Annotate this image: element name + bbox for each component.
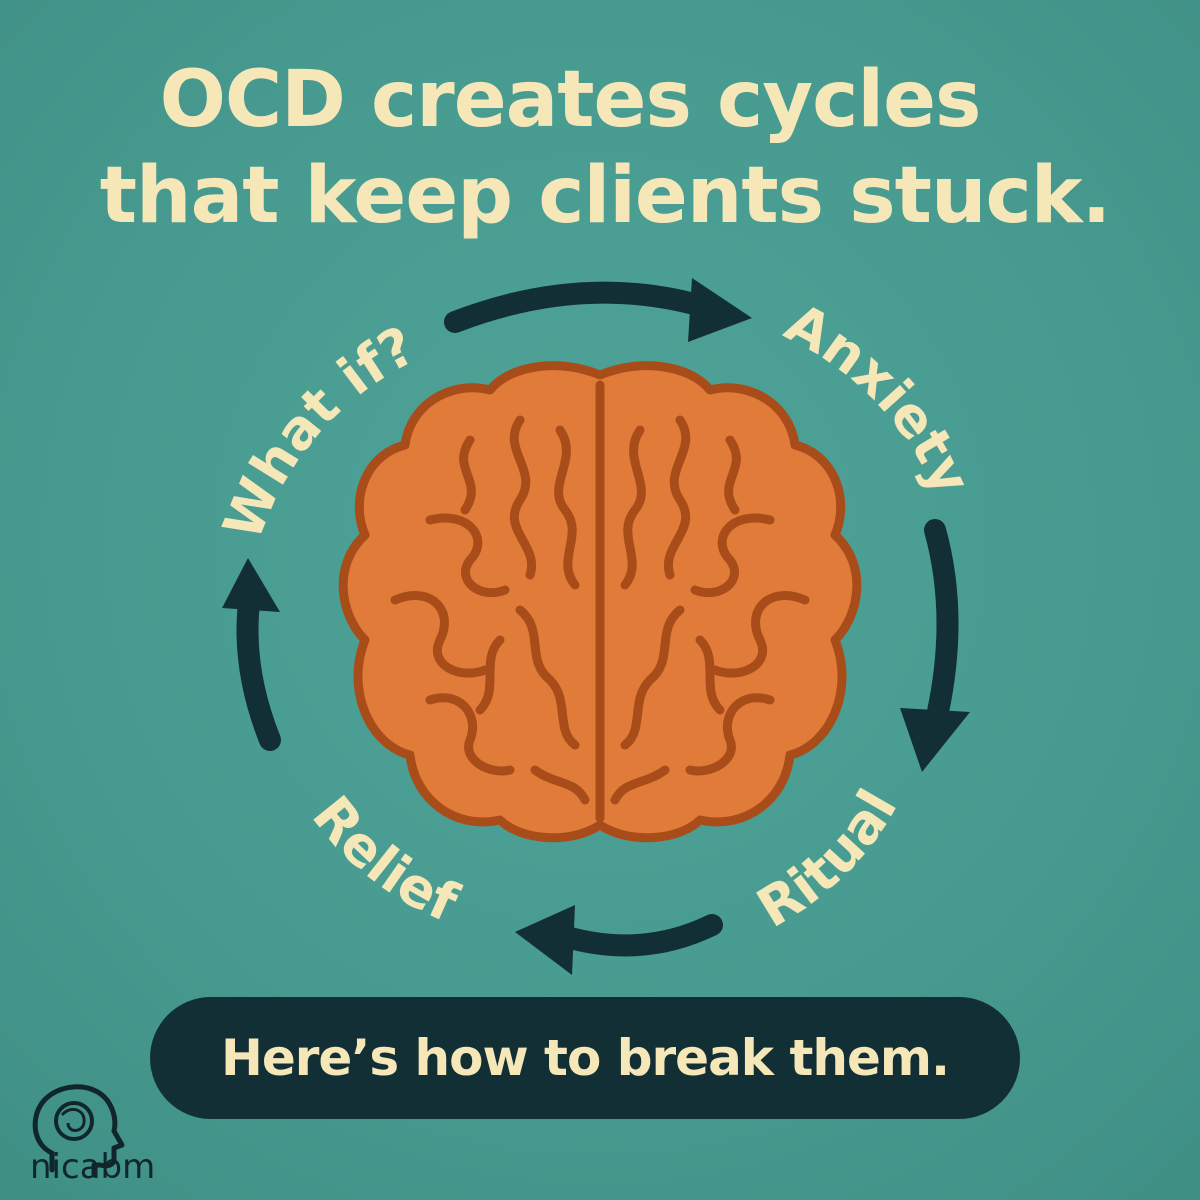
cta-label: Here’s how to break them. [221,1029,950,1087]
cycle-arrows [236,281,959,957]
cycle-arrowheads [222,278,970,975]
arrow-left [236,584,281,751]
arrow-right [924,519,959,736]
arrow-bottom [549,914,723,957]
arrowhead-bottom [515,905,575,975]
headline-line-2: that keep clients stuck. [99,151,1111,241]
head-logo-icon [32,1084,125,1178]
headline: OCD creates cycles that keep clients stu… [0,52,1200,244]
brand-name: nicabm [30,1147,156,1187]
arrowhead-right [900,708,970,772]
cta-banner: Here’s how to break them. [150,997,1020,1119]
arrowhead-left [222,558,280,612]
arrow-top [444,281,726,333]
arrowhead-top [688,278,752,342]
brain-icon [338,361,862,843]
headline-line-1: OCD creates cycles [159,55,982,145]
